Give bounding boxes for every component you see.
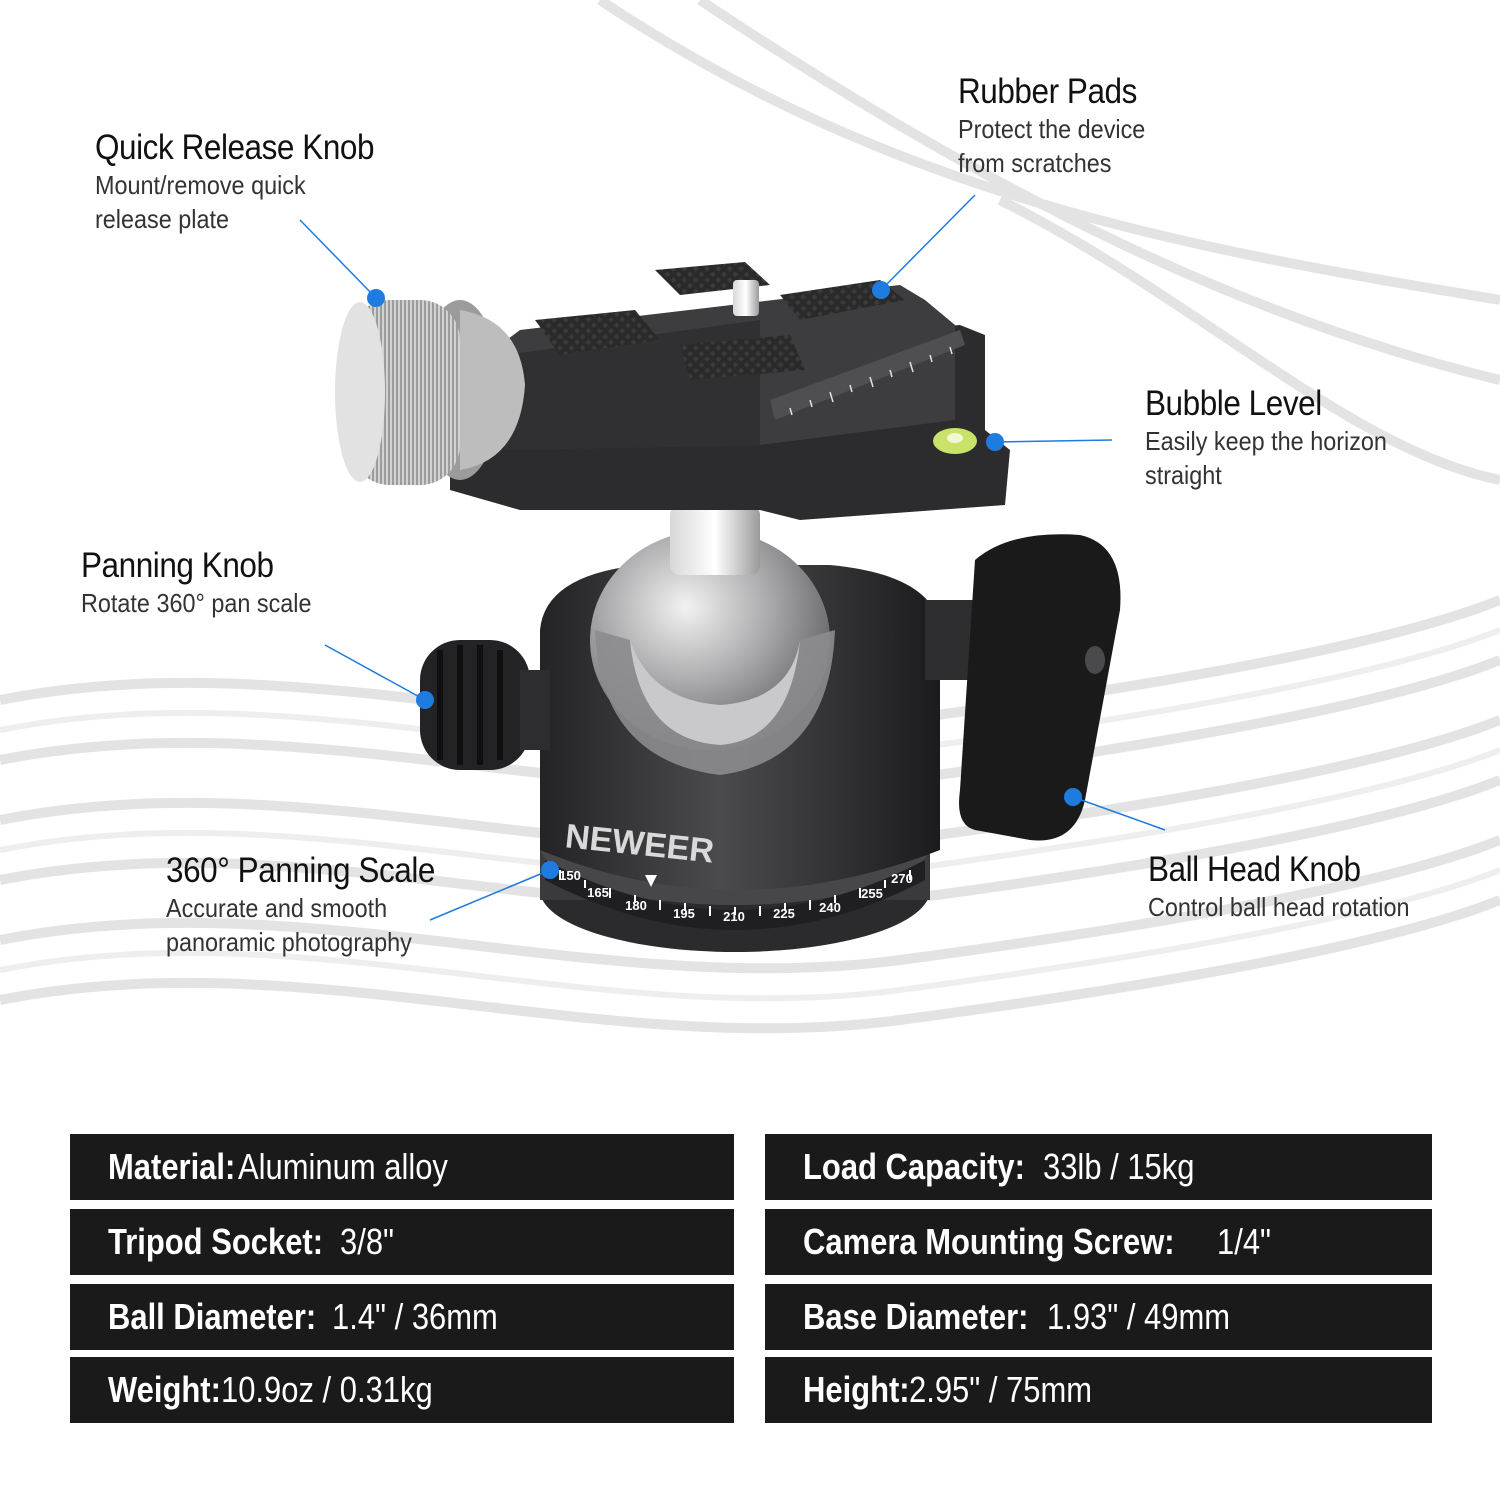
- spec-key: Weight:: [108, 1369, 221, 1410]
- spec-row-load-capacity: Load Capacity: 33lb / 15kg: [765, 1134, 1432, 1200]
- callout-desc-line: Control ball head rotation: [1148, 892, 1410, 922]
- quick-release-clamp: [450, 262, 1010, 520]
- callout-rubber-pads: Rubber Pads Protect the device from scra…: [958, 72, 1166, 180]
- spec-key: Tripod Socket:: [108, 1221, 324, 1262]
- callout-title: 360° Panning Scale: [166, 851, 435, 890]
- spec-key: Material:: [108, 1146, 236, 1187]
- callout-desc-line: release plate: [95, 204, 230, 234]
- callout-title: Rubber Pads: [958, 72, 1137, 111]
- spec-value: Aluminum alloy: [238, 1146, 448, 1187]
- spec-value: 1.4" / 36mm: [332, 1296, 498, 1337]
- spec-key: Camera Mounting Screw:: [803, 1221, 1175, 1262]
- scale-number: 270: [891, 871, 913, 886]
- scale-number: 150: [559, 868, 581, 883]
- callout-pointers: [299, 194, 1166, 921]
- callout-panning-scale: 360° Panning Scale Accurate and smooth p…: [166, 851, 465, 959]
- spec-value: 1/4": [1217, 1221, 1272, 1262]
- spec-row-material: Material:Aluminum alloy: [70, 1134, 734, 1200]
- panning-knob-dot: [416, 691, 434, 709]
- callout-desc-line: panoramic photography: [166, 927, 412, 957]
- callout-panning-knob: Panning Knob Rotate 360° pan scale: [81, 546, 337, 620]
- callout-desc-line: Easily keep the horizon: [1145, 426, 1387, 456]
- callout-desc-line: Accurate and smooth: [166, 893, 388, 923]
- spec-row-ball-diameter: Ball Diameter: 1.4" / 36mm: [70, 1284, 734, 1350]
- spec-row-tripod-socket: Tripod Socket: 3/8": [70, 1209, 734, 1275]
- callout-title: Quick Release Knob: [95, 128, 375, 167]
- spec-value: 3/8": [340, 1221, 395, 1262]
- quick-release-knob-shape: [335, 300, 525, 485]
- scale-number: 240: [819, 900, 841, 915]
- callout-title: Bubble Level: [1145, 384, 1322, 423]
- rubber-pad: [535, 310, 660, 355]
- scale-number: 210: [723, 909, 745, 924]
- callout-desc-line: straight: [1145, 460, 1222, 490]
- rubber-pads-dot: [872, 281, 890, 299]
- scale-number: 195: [673, 906, 695, 921]
- ball-head-knob-dot: [1064, 788, 1082, 806]
- panning-scale-ticks: [559, 870, 911, 916]
- callout-ball-head-knob: Ball Head Knob Control ball head rotatio…: [1148, 850, 1439, 924]
- scale-number: 180: [625, 898, 647, 913]
- spec-key: Load Capacity:: [803, 1146, 1025, 1187]
- spec-row-height: Height:2.95" / 75mm: [765, 1357, 1432, 1423]
- scale-number: 165: [587, 885, 609, 900]
- scale-number: 225: [773, 906, 795, 921]
- quick-release-knob-dot: [367, 289, 385, 307]
- callout-title: Panning Knob: [81, 546, 274, 585]
- callout-quick-release-knob: Quick Release Knob Mount/remove quick re…: [95, 128, 405, 236]
- callout-bubble-level: Bubble Level Easily keep the horizon str…: [1145, 384, 1414, 492]
- spec-key: Ball Diameter:: [108, 1296, 317, 1337]
- spec-value: 1.93" / 49mm: [1047, 1296, 1231, 1337]
- spec-key: Base Diameter:: [803, 1296, 1029, 1337]
- callout-title: Ball Head Knob: [1148, 850, 1361, 889]
- spec-value: 10.9oz / 0.31kg: [221, 1369, 434, 1410]
- spec-value: 2.95" / 75mm: [908, 1369, 1093, 1410]
- spec-row-weight: Weight:10.9oz / 0.31kg: [70, 1357, 734, 1423]
- ball-head-knob-shape: [925, 534, 1121, 841]
- panning-knob-shape: [420, 640, 550, 770]
- spec-value: 33lb / 15kg: [1043, 1146, 1195, 1187]
- panning-scale-dot: [541, 861, 559, 879]
- callout-desc-line: from scratches: [958, 148, 1112, 178]
- spec-key: Height:: [803, 1369, 910, 1410]
- callout-desc-line: Protect the device: [958, 114, 1146, 144]
- bubble-level-dot: [986, 433, 1004, 451]
- spec-row-camera-mounting-screw: Camera Mounting Screw: 1/4": [765, 1209, 1432, 1275]
- ball-head-illustration: 150 165 180 195 210 225 240 255 270 NEWE…: [335, 262, 1121, 952]
- scale-number: 255: [861, 886, 883, 901]
- spec-row-base-diameter: Base Diameter: 1.93" / 49mm: [765, 1284, 1432, 1350]
- callout-desc-line: Mount/remove quick: [95, 170, 306, 200]
- rubber-pad: [680, 335, 805, 380]
- callout-desc-line: Rotate 360° pan scale: [81, 588, 312, 618]
- spec-table: Material:Aluminum alloy Load Capacity: 33…: [70, 1134, 1432, 1424]
- scale-pointer: [645, 875, 657, 887]
